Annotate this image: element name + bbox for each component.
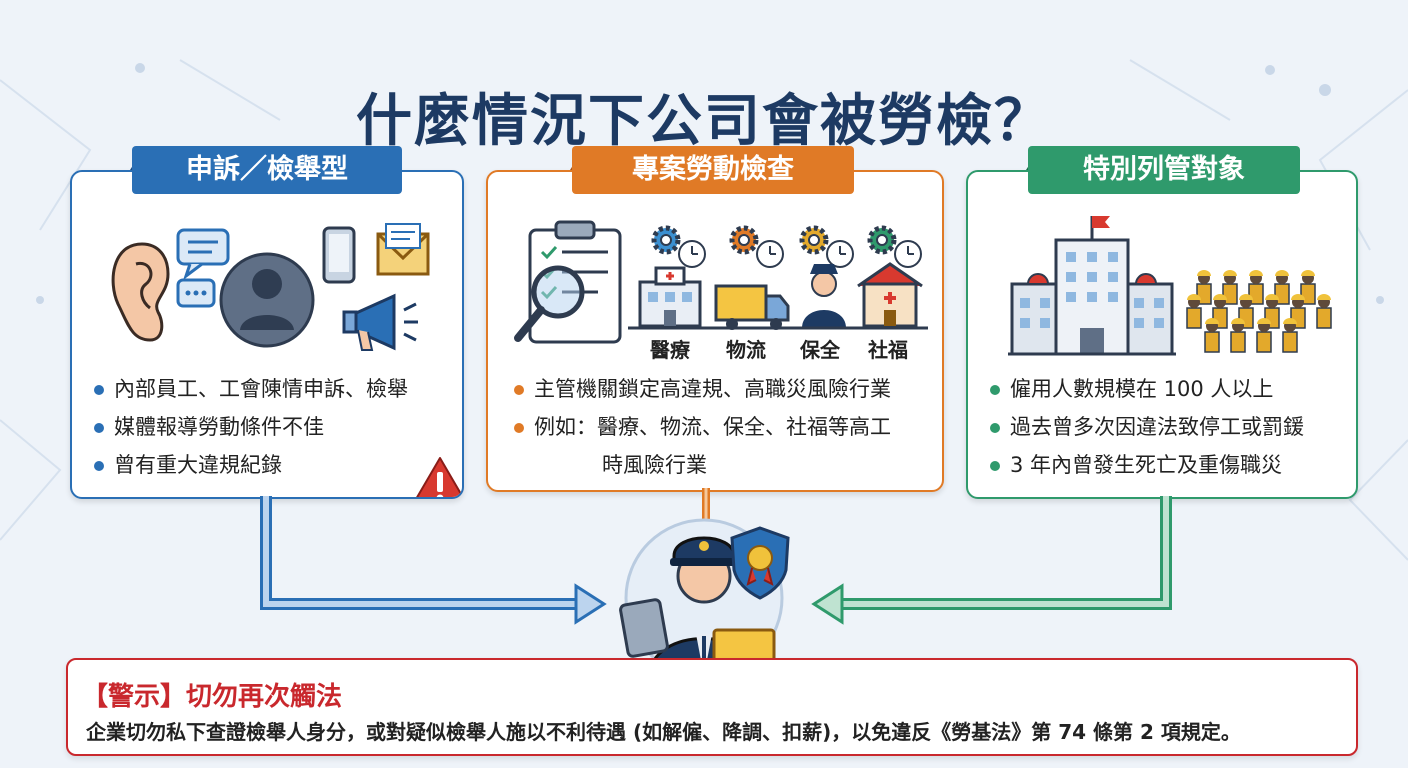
hospital-icon bbox=[638, 266, 702, 328]
special-list: 僱用人數規模在 100 人以上 過去曾多次因違法致停工或罰鍰 3 年內曾發生死亡… bbox=[986, 370, 1304, 484]
complaint-heading: 申訴／檢舉型 bbox=[132, 146, 402, 194]
complaint-card: 內部員工、工會陳情申訴、檢舉 媒體報導勞動條件不佳 曾有重大違規紀錄 bbox=[70, 170, 464, 499]
list-item: 3 年內曾發生死亡及重傷職災 bbox=[986, 446, 1304, 484]
label-security: 保全 bbox=[800, 338, 840, 362]
office-building-icon bbox=[1008, 216, 1176, 356]
worker-hardhat bbox=[1265, 294, 1279, 300]
project-list: 主管機關鎖定高違規、高職災風險行業 例如：醫療、物流、保全、社福等高工 時風險行… bbox=[510, 370, 891, 484]
worker-hardhat bbox=[1283, 318, 1297, 324]
worker-hardhat bbox=[1197, 270, 1211, 276]
magnifier-icon bbox=[514, 265, 585, 342]
worker-hardhat bbox=[1249, 270, 1263, 276]
ear-icon bbox=[111, 242, 170, 342]
list-item: 主管機關鎖定高違規、高職災風險行業 bbox=[510, 370, 891, 408]
gear-clock-icons bbox=[651, 225, 922, 268]
list-item: 媒體報導勞動條件不佳 bbox=[90, 408, 408, 446]
special-control-card: 僱用人數規模在 100 人以上 過去曾多次因違法致停工或罰鍰 3 年內曾發生死亡… bbox=[966, 170, 1358, 499]
security-guard-icon bbox=[802, 264, 846, 328]
label-welfare: 社福 bbox=[868, 338, 908, 362]
warning-body: 企業切勿私下查證檢舉人身分，或對疑似檢舉人施以不利待遇 (如解僱、降調、扣薪)，… bbox=[86, 720, 1241, 744]
worker-hardhat bbox=[1231, 318, 1245, 324]
anonymous-person-icon bbox=[219, 252, 315, 348]
complaint-illustration bbox=[111, 223, 430, 351]
list-item: 僱用人數規模在 100 人以上 bbox=[986, 370, 1304, 408]
warning-title: 【警示】切勿再次觸法 bbox=[82, 682, 343, 712]
truck-icon bbox=[714, 284, 790, 330]
list-item: 內部員工、工會陳情申訴、檢舉 bbox=[90, 370, 408, 408]
label-logistics: 物流 bbox=[726, 338, 766, 362]
page-title: 什麼情況下公司會被勞檢？ bbox=[356, 88, 1052, 154]
worker-hardhat bbox=[1187, 294, 1201, 300]
blue-arrow bbox=[260, 496, 607, 625]
worker-hardhat bbox=[1205, 318, 1219, 324]
worker-hardhat bbox=[1257, 318, 1271, 324]
badge-shield-icon bbox=[730, 526, 790, 600]
warning-triangle-icon bbox=[416, 457, 462, 497]
megaphone-icon bbox=[342, 293, 418, 351]
list-item-continuation: 時風險行業 bbox=[602, 453, 707, 477]
worker-hardhat bbox=[1301, 270, 1315, 276]
phone-icon bbox=[322, 226, 356, 284]
siren-icon bbox=[1026, 273, 1158, 285]
worker-hardhat bbox=[1291, 294, 1305, 300]
worker-hardhat bbox=[1213, 294, 1227, 300]
complaint-list: 內部員工、工會陳情申訴、檢舉 媒體報導勞動條件不佳 曾有重大違規紀錄 bbox=[90, 370, 408, 484]
worker-hardhat bbox=[1223, 270, 1237, 276]
list-item: 過去曾多次因違法致停工或罰鍰 bbox=[986, 408, 1304, 446]
workers-group-icon bbox=[1186, 270, 1332, 353]
green-arrow bbox=[811, 496, 1172, 625]
project-inspection-card: 醫療 物流 保全 社福 主管機關鎖定高違規、高職災風險行業 例如：醫療、物流、保… bbox=[486, 170, 944, 492]
chat-bubble-icon bbox=[176, 228, 230, 308]
welfare-house-icon bbox=[857, 262, 923, 328]
special-illustration bbox=[1008, 216, 1332, 356]
worker-hardhat bbox=[1275, 270, 1289, 276]
worker-hardhat bbox=[1317, 294, 1331, 300]
list-item: 例如：醫療、物流、保全、社福等高工 bbox=[510, 408, 891, 446]
project-heading: 專案勞動檢查 bbox=[572, 146, 854, 194]
special-heading: 特別列管對象 bbox=[1028, 146, 1300, 194]
list-item: 曾有重大違規紀錄 bbox=[90, 446, 408, 484]
project-illustration bbox=[514, 220, 928, 344]
label-medical: 醫療 bbox=[650, 338, 690, 362]
envelope-icon bbox=[376, 223, 430, 276]
worker-hardhat bbox=[1239, 294, 1253, 300]
warning-box: 【警示】切勿再次觸法 企業切勿私下查證檢舉人身分，或對疑似檢舉人施以不利待遇 (… bbox=[66, 658, 1358, 756]
